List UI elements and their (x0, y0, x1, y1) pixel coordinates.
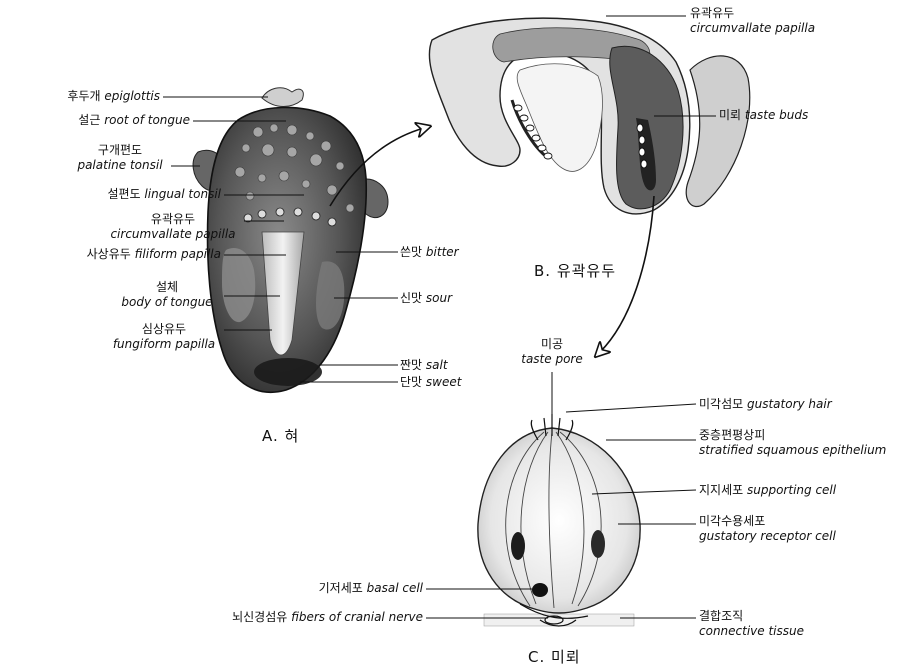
label-bitter: 쓴맛 bitter (400, 245, 459, 260)
epiglottis-shape (262, 88, 303, 107)
caption-c: C. 미뢰 (528, 646, 581, 667)
bud-outline (478, 428, 640, 613)
label-salt: 짠맛 salt (400, 358, 448, 373)
caption-a: A. 혀 (262, 425, 299, 446)
label-lingual-tonsil: 설편도 lingual tonsil (0, 187, 221, 202)
label-gustatory-hair: 미각섬모 gustatory hair (699, 397, 832, 412)
label-taste-buds: 미뢰 taste buds (719, 108, 808, 123)
label-sour: 신맛 sour (400, 291, 452, 306)
basal-cell-nucleus (532, 583, 548, 597)
label-basal-cell: 기저세포 basal cell (200, 581, 423, 596)
papilla-inner (517, 64, 602, 172)
label-filiform: 사상유두 filiform papilla (0, 247, 221, 262)
receptor-nucleus-left (511, 532, 525, 560)
label-epiglottis: 후두개 epiglottis (0, 89, 160, 104)
connective-band (484, 614, 634, 626)
label-sweet: 단맛 sweet (400, 375, 461, 390)
label-supporting-cell: 지지세포 supporting cell (699, 483, 836, 498)
receptor-nucleus-right (591, 530, 605, 558)
label-cranial-nerve: 뇌신경섬유 fibers of cranial nerve (140, 610, 423, 625)
taste-bud-drawing (478, 414, 640, 626)
right-fold (686, 56, 750, 207)
label-root-of-tongue: 설근 root of tongue (0, 113, 190, 128)
caption-b: B. 유곽유두 (534, 260, 616, 281)
